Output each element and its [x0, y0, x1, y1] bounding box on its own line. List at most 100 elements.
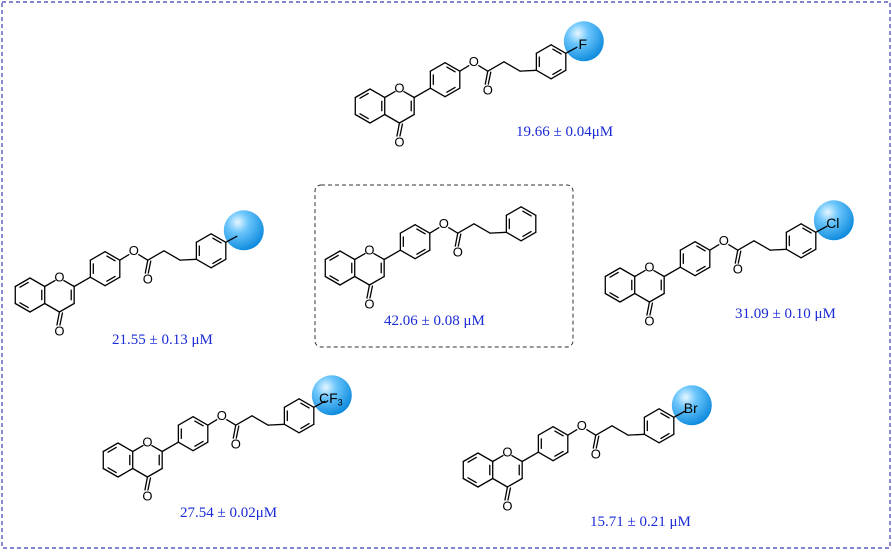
substituent-label: Br: [684, 400, 698, 416]
ic50-value-cf3: 27.54 ± 0.02μM: [180, 505, 278, 521]
alkyl-chain-bond: [251, 415, 269, 426]
terminal-phenyl-bond: [658, 433, 675, 444]
substituent-highlight-ball: [563, 21, 604, 62]
benzo-ring-bond: [369, 113, 386, 124]
ester-carbonyl-bond: [484, 70, 489, 85]
benzo-ring-bond: [19, 281, 29, 288]
ester-carbonyl-bond: [235, 425, 240, 439]
ester-bond: [459, 65, 470, 72]
phenyl-ring-bond: [106, 275, 116, 282]
carbonyl-bond: [366, 284, 371, 299]
benzo-ring-bond: [359, 113, 369, 120]
benzo-ring-bond: [102, 467, 119, 478]
substituent-bond: [225, 235, 238, 243]
phenyl-ring-bond: [679, 240, 696, 251]
ic50-value-br: 15.71 ± 0.21 μM: [590, 514, 691, 530]
terminal-phenyl-bond: [552, 68, 562, 76]
carbonyl-oxygen-label: O: [54, 323, 64, 338]
terminal-phenyl-bond: [505, 206, 522, 216]
substituent-bond: [565, 46, 578, 54]
alkyl-chain-bond: [487, 61, 505, 72]
benzo-ring-bond: [354, 88, 371, 99]
pyranone-bond: [44, 302, 61, 313]
alkyl-chain-bond: [179, 258, 198, 261]
terminal-phenyl-bond: [552, 48, 562, 55]
alkyl-chain-bond: [519, 69, 538, 72]
benzo-ring-bond: [29, 277, 46, 288]
phenyl-ring-bond: [399, 223, 416, 234]
phenyl-ring-bond: [694, 240, 711, 251]
benzo-ring-bond: [477, 477, 494, 488]
ring-oxygen-label: O: [364, 242, 374, 257]
ring-oxygen-label: O: [142, 434, 152, 449]
ic50-value-h: 42.06 ± 0.08 μM: [384, 313, 485, 329]
ester-oxygen-label: O: [129, 243, 139, 258]
benzo-ring-bond: [462, 452, 479, 463]
terminal-phenyl-bond: [800, 223, 817, 233]
benzo-ring-bond: [102, 442, 119, 453]
phenyl-ring-bond: [554, 450, 564, 457]
phenyl-ring-bond: [177, 415, 194, 426]
terminal-phenyl-bond: [520, 231, 537, 242]
phenyl-ring-bond: [694, 266, 711, 277]
carbonyl-bond: [56, 311, 61, 326]
terminal-phenyl-bond: [522, 210, 532, 217]
terminal-phenyl-bond: [550, 44, 567, 54]
ester-carbonyl-bond: [144, 259, 149, 274]
pyranone-bond: [403, 90, 415, 99]
benzo-ring-bond: [19, 302, 29, 309]
ester-oxygen-label: O: [469, 54, 479, 69]
carbonyl-bond: [147, 477, 152, 491]
substituent-label: CF3: [319, 390, 343, 408]
carbonyl-bond: [507, 487, 512, 501]
aryl-link-bond: [73, 276, 92, 288]
benzo-ring-bond: [339, 250, 356, 261]
phenyl-ring-bond: [444, 62, 461, 72]
terminal-phenyl-bond: [660, 432, 670, 440]
ester-bond: [138, 253, 149, 261]
phenyl-ring-bond: [104, 250, 121, 261]
ester-bond: [709, 243, 720, 251]
ester-bond: [207, 418, 218, 426]
alkyl-chain-bond: [235, 415, 253, 426]
ring-oxygen-label: O: [394, 80, 404, 95]
phenyl-ring-bond: [679, 266, 696, 277]
ester-carbonyl-oxygen-label: O: [591, 447, 601, 462]
aryl-link-bond: [383, 249, 402, 261]
pyranone-bond: [354, 275, 371, 286]
phenyl-ring-bond: [399, 249, 416, 260]
carbonyl-bond: [504, 486, 509, 501]
ester-oxygen-label: O: [577, 418, 587, 433]
ester-carbonyl-oxygen-label: O: [231, 437, 241, 452]
carbonyl-oxygen-label: O: [394, 134, 404, 149]
benzo-ring-bond: [329, 254, 339, 261]
ester-carbonyl-bond: [147, 260, 152, 274]
ring-oxygen-label: O: [54, 269, 64, 284]
benzo-ring-bond: [329, 275, 339, 282]
ester-carbonyl-oxygen-label: O: [483, 83, 493, 98]
phenyl-ring-bond: [192, 441, 209, 452]
substituent-highlight-ball: [813, 200, 854, 241]
pyranone-bond: [151, 444, 163, 453]
ester-bond: [119, 253, 130, 261]
ester-carbonyl-bond: [457, 233, 462, 247]
terminal-phenyl-bond: [535, 44, 552, 54]
terminal-phenyl-bond: [210, 233, 227, 243]
ester-bond: [226, 418, 237, 426]
pyranone-bond: [398, 113, 415, 124]
phenyl-ring-bond: [192, 415, 209, 426]
terminal-phenyl-bond: [505, 231, 522, 242]
phenyl-ring-bond: [552, 425, 569, 436]
terminal-phenyl-bond: [298, 423, 315, 434]
ic50-value-f: 19.66 ± 0.04μM: [516, 124, 614, 140]
aryl-link-bond: [413, 87, 432, 99]
terminal-phenyl-bond: [195, 233, 212, 243]
aryl-link-bond: [663, 266, 682, 278]
terminal-phenyl-bond: [210, 258, 227, 269]
ester-carbonyl-oxygen-label: O: [733, 262, 743, 277]
pyranone-bond: [384, 113, 401, 124]
